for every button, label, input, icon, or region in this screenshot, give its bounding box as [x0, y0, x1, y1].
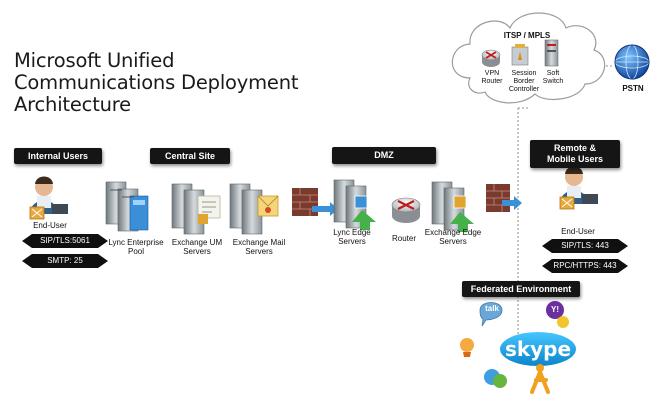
exchange-edge-servers-shape: [431, 181, 474, 232]
sbc-label-line-1: Session: [511, 70, 537, 77]
header-remote-mobile-users: Remote & Mobile Users: [530, 140, 620, 168]
exchange-um-label: Exchange UM Servers: [164, 238, 230, 256]
end-user-left-label: End-User: [33, 221, 67, 230]
exchange-edge-label-line-2: Servers: [439, 237, 467, 246]
soft-switch-shape: [544, 39, 559, 67]
lync-edge-servers-shape: [333, 179, 376, 230]
end-user-right-figure: [559, 166, 598, 210]
protocol-rpc-https: RPC/HTTPS: 443: [553, 261, 617, 270]
lync-pool-label: Lync Enterprise Pool: [100, 238, 172, 256]
exchange-mail-servers-shape: [229, 183, 279, 235]
header-dmz: DMZ: [332, 147, 436, 164]
exchange-edge-label: Exchange Edge Servers: [418, 228, 488, 246]
lync-pool-label-line-1: Lync Enterprise: [108, 238, 164, 247]
title-line-3: Architecture: [14, 93, 131, 116]
header-federated-environment: Federated Environment: [462, 281, 580, 297]
exchange-mail-label-line-2: Servers: [245, 247, 273, 256]
itsp-cloud: [451, 12, 606, 104]
pstn-globe-shape: [614, 44, 650, 80]
title-line-2: Communications Deployment: [14, 71, 299, 94]
exchange-um-servers-shape: [171, 183, 221, 235]
vpn-router-label-line-1: VPN: [484, 70, 500, 77]
vpn-router-shape: [481, 49, 501, 67]
protocol-smtp: SMTP: 25: [47, 256, 83, 265]
sbc-label: Session Border Controller: [504, 70, 544, 94]
yahoo-logo-text: Y!: [551, 305, 559, 314]
lync-edge-label-line-2: Servers: [338, 237, 366, 246]
end-user-left-figure: [29, 176, 68, 220]
lync-edge-label-line-1: Lync Edge: [333, 228, 371, 237]
end-user-right-label: End-User: [561, 227, 595, 236]
sbc-label-line-2: Border: [513, 78, 535, 85]
talk-logo-text: talk: [485, 304, 499, 313]
header-central-site: Central Site: [150, 148, 230, 164]
exchange-edge-label-line-1: Exchange Edge: [424, 228, 482, 237]
federated-logos: [460, 301, 576, 394]
exchange-um-label-line-1: Exchange UM: [171, 238, 223, 247]
lync-edge-label: Lync Edge Servers: [324, 228, 380, 246]
exchange-mail-label-line-1: Exchange Mail: [232, 238, 286, 247]
connection-lines: [517, 65, 612, 338]
diagram-title: Microsoft Unified Communications Deploym…: [14, 49, 299, 116]
cloud-title: ITSP / MPLS: [503, 31, 551, 40]
skype-logo-text: skype: [504, 337, 572, 361]
exchange-um-label-line-2: Servers: [183, 247, 211, 256]
sbc-label-line-3: Controller: [508, 86, 540, 93]
sbc-shape: [511, 44, 529, 66]
protocol-arrows: [22, 234, 628, 273]
title-line-1: Microsoft Unified: [14, 49, 175, 72]
lync-pool-servers-shape: [105, 181, 149, 232]
protocol-sip-right: SIP/TLS: 443: [561, 241, 609, 250]
soft-switch-label: Soft Switch: [540, 70, 566, 86]
firewall-right-shape: [486, 184, 522, 212]
dmz-router-shape: [391, 197, 421, 223]
firewall-left-shape: [292, 188, 338, 216]
vpn-router-label: VPN Router: [478, 70, 506, 86]
protocol-sip-left: SIP/TLS:5061: [40, 236, 90, 245]
vpn-router-label-line-2: Router: [481, 78, 503, 85]
header-internal-users: Internal Users: [14, 148, 102, 164]
exchange-mail-label: Exchange Mail Servers: [226, 238, 292, 256]
header-remote-line-2: Mobile Users: [546, 154, 604, 164]
header-remote-line-1: Remote &: [553, 143, 596, 153]
soft-switch-label-line-2: Switch: [542, 78, 564, 85]
lync-pool-label-line-2: Pool: [127, 247, 144, 256]
pstn-label: PSTN: [622, 84, 644, 93]
soft-switch-label-line-1: Soft: [546, 70, 560, 77]
router-label: Router: [391, 234, 416, 243]
